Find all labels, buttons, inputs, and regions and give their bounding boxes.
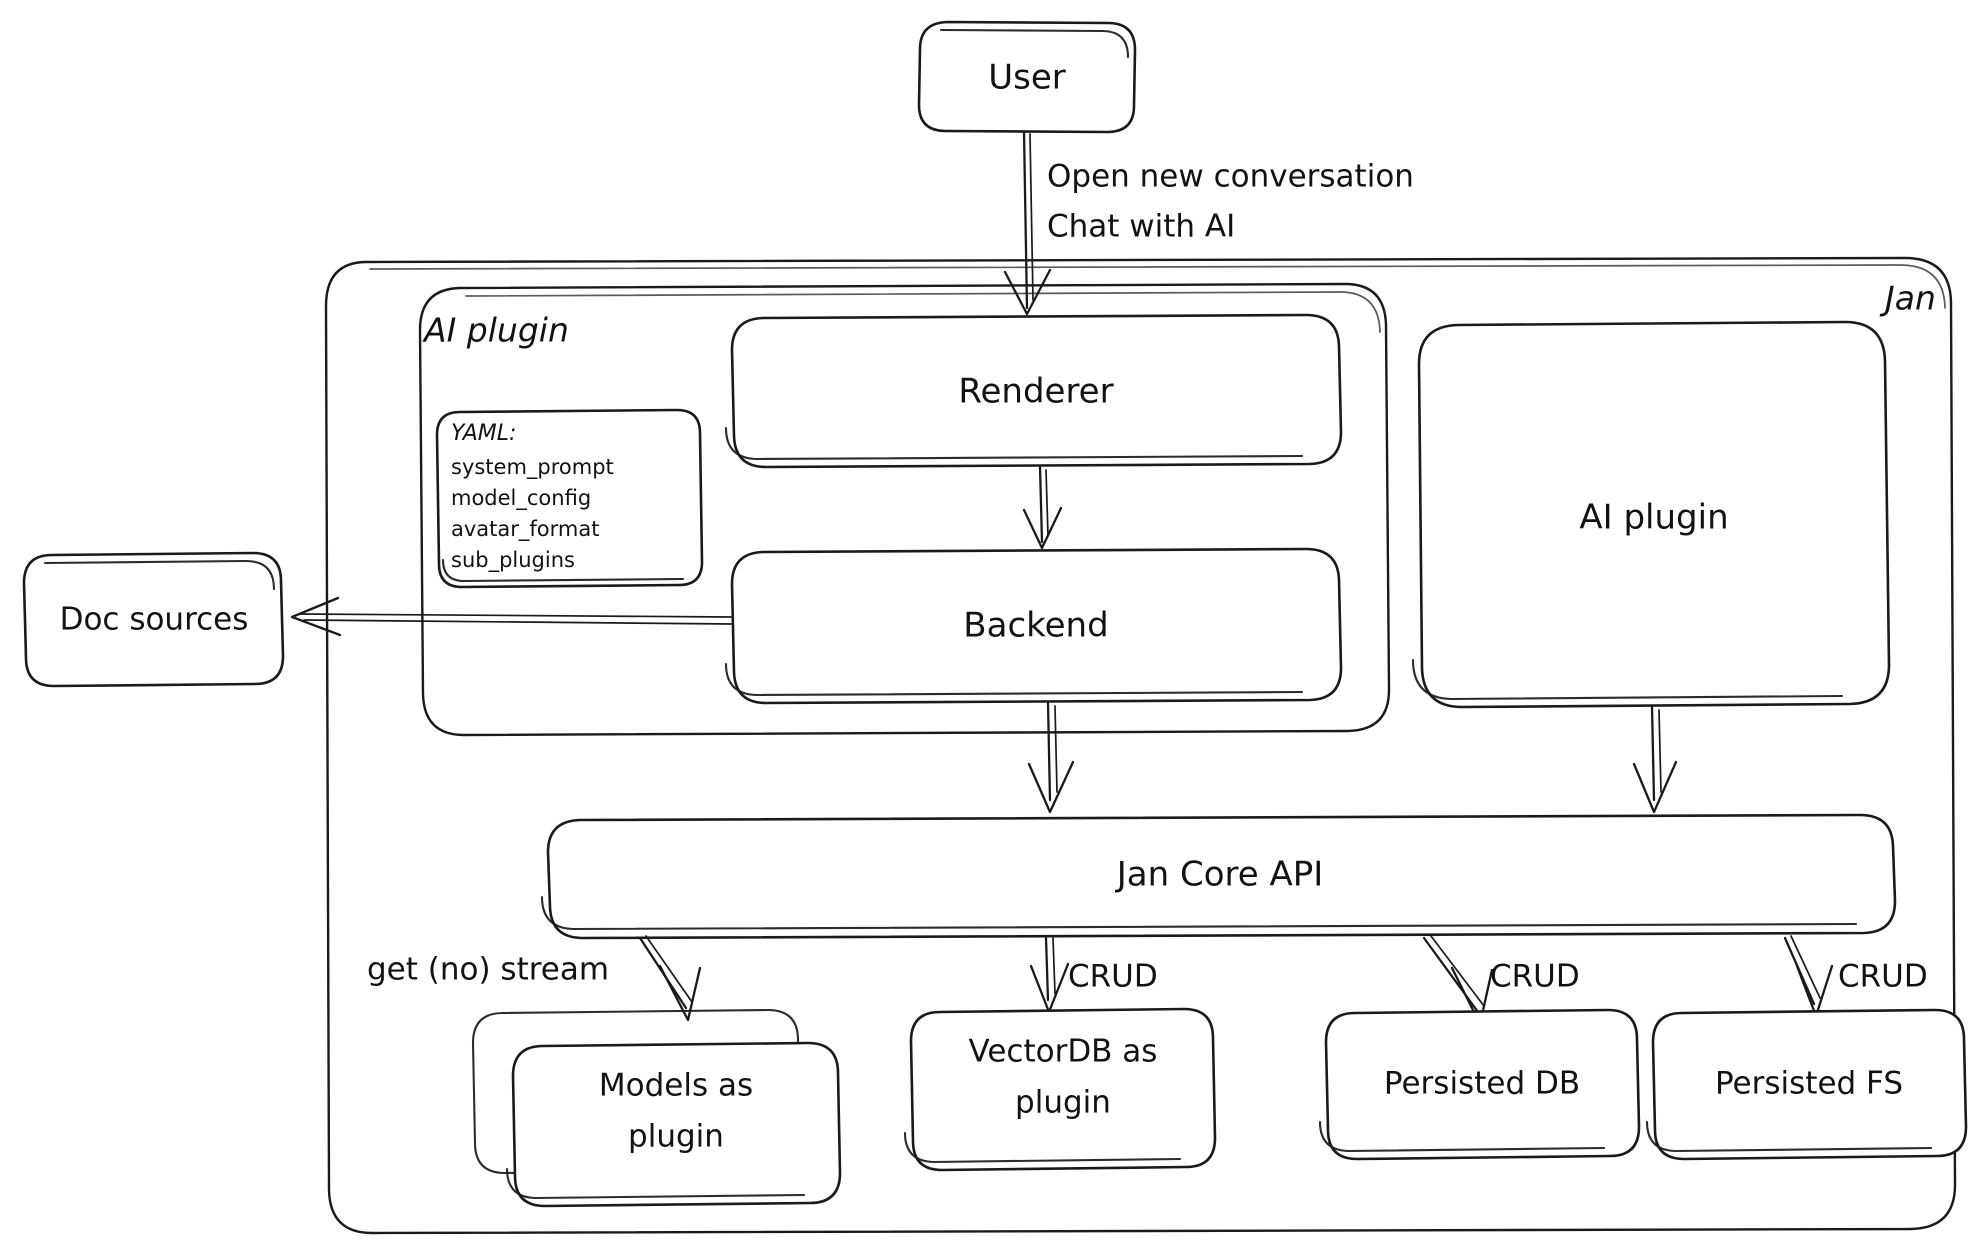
edge-core-to-models-label: get (no) stream	[367, 952, 609, 988]
node-jan-core-api-label: Jan Core API	[1115, 855, 1324, 895]
yaml-line-1: model_config	[451, 486, 591, 511]
node-user[interactable]: User	[917, 20, 1137, 134]
edge-user-to-renderer: Open new conversation Chat with AI	[1003, 130, 1414, 316]
yaml-line-2: avatar_format	[451, 517, 599, 542]
edge-backend-to-core-api	[1027, 701, 1075, 814]
node-yaml-config: YAML: system_prompt model_config avatar_…	[435, 408, 704, 589]
node-models-plugin[interactable]: Models as plugin	[471, 1008, 842, 1208]
node-renderer[interactable]: Renderer	[724, 313, 1343, 469]
edge-user-label-line2: Chat with AI	[1047, 209, 1235, 245]
node-ai-plugin-right-label: AI plugin	[1579, 498, 1728, 538]
node-models-plugin-line2: plugin	[628, 1119, 724, 1155]
edge-core-to-persisted-fs: CRUD	[1783, 935, 1928, 1018]
yaml-head: YAML:	[451, 421, 516, 446]
node-persisted-db-label: Persisted DB	[1384, 1066, 1580, 1102]
group-jan: Jan	[324, 256, 1957, 1235]
node-persisted-fs-label: Persisted FS	[1715, 1066, 1903, 1102]
edge-ai-plugin-to-core-api	[1632, 705, 1678, 814]
edge-core-to-persisted-db-label: CRUD	[1490, 959, 1580, 995]
yaml-line-3: sub_plugins	[451, 548, 575, 573]
node-vectordb-plugin-line2: plugin	[1015, 1085, 1111, 1121]
group-ai-plugin: AI plugin	[418, 282, 1391, 737]
node-persisted-db[interactable]: Persisted DB	[1318, 1008, 1641, 1161]
node-jan-core-api[interactable]: Jan Core API	[540, 813, 1897, 940]
node-doc-sources[interactable]: Doc sources	[22, 551, 285, 688]
edge-core-to-vectordb: CRUD	[1029, 936, 1158, 1014]
edge-user-label-line1: Open new conversation	[1047, 159, 1414, 195]
group-ai-plugin-label: AI plugin	[422, 311, 569, 350]
edge-core-to-persisted-fs-label: CRUD	[1838, 959, 1928, 995]
node-vectordb-plugin-line1: VectorDB as	[969, 1034, 1158, 1070]
node-doc-sources-label: Doc sources	[60, 602, 249, 638]
node-backend-label: Backend	[963, 606, 1108, 646]
node-persisted-fs[interactable]: Persisted FS	[1645, 1008, 1968, 1161]
edge-core-to-vectordb-label: CRUD	[1068, 959, 1158, 995]
node-renderer-label: Renderer	[958, 372, 1113, 412]
node-models-plugin-line1: Models as	[599, 1068, 753, 1104]
node-vectordb-plugin[interactable]: VectorDB as plugin	[903, 1007, 1217, 1172]
yaml-line-0: system_prompt	[451, 455, 614, 480]
node-ai-plugin-right[interactable]: AI plugin	[1411, 320, 1891, 709]
node-backend[interactable]: Backend	[724, 547, 1343, 705]
node-user-label: User	[988, 58, 1066, 98]
group-jan-label: Jan	[1879, 279, 1936, 318]
edge-renderer-to-backend	[1022, 465, 1063, 550]
edge-backend-to-doc-sources	[290, 596, 732, 637]
edge-core-to-models: get (no) stream	[367, 935, 702, 1022]
